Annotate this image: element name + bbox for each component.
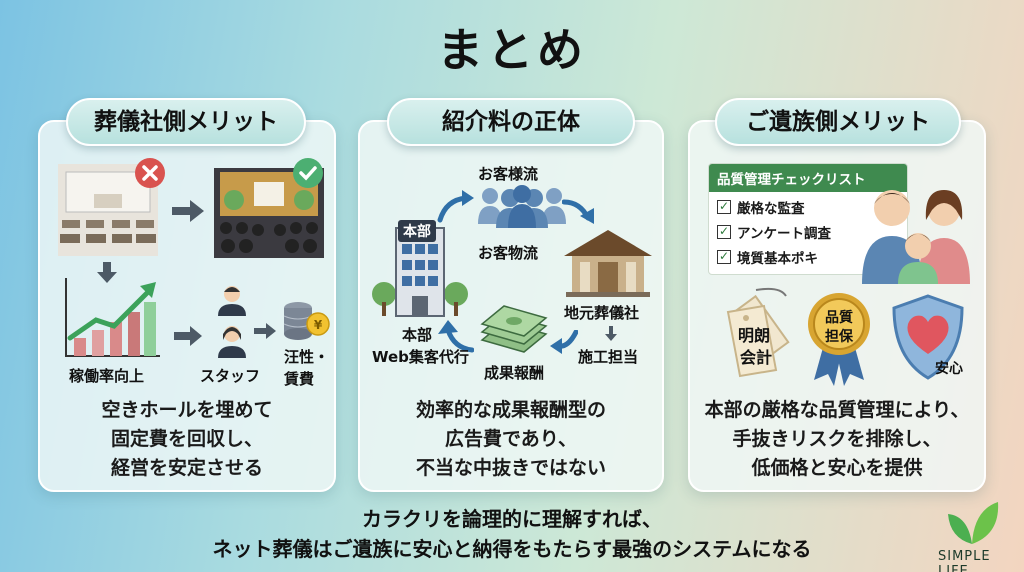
arrow-left-icon: [550, 330, 578, 354]
coins-icon: ¥: [283, 302, 330, 340]
checklist-item: ✓ アンケート調査: [717, 222, 907, 242]
tag-text-2: 会計: [740, 348, 773, 367]
arrow-right-icon: [254, 323, 276, 339]
label-occupancy: 稼働率向上: [69, 367, 145, 385]
medal-text-2: 担保: [825, 329, 853, 345]
x-mark-icon: [135, 158, 165, 188]
label-goods-flow: お客物流: [478, 244, 539, 262]
caption-funeral-company: 空きホールを埋めて 固定費を回収し、 経営を安定させる: [38, 396, 336, 483]
label-execution: 施工担当: [578, 348, 639, 366]
arrow-curve-icon: [562, 199, 594, 224]
price-tag-icon: [726, 287, 790, 378]
funeral-home-icon: [564, 230, 652, 297]
money-stack-icon: [480, 305, 548, 353]
label-costs-1: 汪性・: [284, 348, 330, 366]
growth-chart-icon: [65, 278, 160, 357]
label-hq-2: Web集客代行: [372, 348, 469, 366]
caption-line: 本部の厳格な品質管理により、: [704, 399, 970, 421]
footer-line-2: ネット葬儀はご遺族に安心と納得をもたらす最強のシステムになる: [212, 537, 812, 561]
leaf-logo-icon: [948, 502, 999, 544]
label-customer-flow: お客様流: [478, 165, 539, 183]
empty-hall-icon: [58, 164, 158, 256]
caption-line: 固定費を回収し、: [110, 428, 263, 450]
caption-line: 経営を安定させる: [110, 457, 263, 479]
arrow-down-icon: [605, 326, 617, 341]
caption-line: 効率的な成果報酬型の: [415, 399, 606, 421]
caption-bereaved-family: 本部の厳格な品質管理により、 手抜きリスクを排除し、 低価格と安心を提供: [688, 396, 986, 483]
checklist-item: ✓ 厳格な監査: [717, 197, 907, 217]
panel-heading-funeral-company: 葬儀社側メリット: [66, 98, 306, 146]
caption-line: 広告費であり、: [444, 428, 578, 450]
quality-checklist: 品質管理チェックリスト ✓ 厳格な監査 ✓ アンケート調査 ✓ 境質基本ポキ: [708, 163, 908, 275]
label-local-funeral: 地元葬儀社: [564, 304, 640, 322]
checkbox-checked-icon: ✓: [717, 224, 731, 239]
medal-icon: [808, 293, 870, 386]
panel-heading-referral-fee: 紹介料の正体: [387, 98, 635, 146]
check-mark-icon: [293, 158, 323, 188]
medal-text-1: 品質: [825, 310, 853, 326]
caption-referral-fee: 効率的な成果報酬型の 広告費であり、 不当な中抜きではない: [358, 396, 664, 483]
label-hq-1: 本部: [402, 326, 433, 344]
building-icon: [372, 227, 468, 317]
arrow-up-left-icon: [438, 320, 474, 353]
svg-text:¥: ¥: [314, 318, 323, 332]
arrow-right-icon: [172, 200, 204, 222]
label-staff: スタッフ: [200, 367, 261, 385]
tag-text-1: 明朗: [738, 326, 771, 345]
caption-line: 不当な中抜きではない: [415, 457, 606, 479]
panel-heading-bereaved-family: ご遺族側メリット: [715, 98, 961, 146]
checkbox-checked-icon: ✓: [717, 249, 731, 264]
family-icon: [862, 190, 970, 284]
checkbox-checked-icon: ✓: [717, 199, 731, 214]
caption-line: 空きホールを埋めて: [101, 399, 273, 421]
arrow-right-icon: [174, 326, 202, 346]
checklist-item: ✓ 境質基本ポキ: [717, 247, 907, 267]
checklist-title: 品質管理チェックリスト: [709, 164, 907, 192]
arrow-down-icon: [97, 262, 117, 283]
hq-sign: 本部: [398, 220, 436, 242]
caption-line: 手抜きリスクを排除し、: [732, 428, 942, 450]
arrow-curve-icon: [437, 190, 474, 223]
shield-heart-icon: [892, 294, 964, 380]
shield-text: 安心: [935, 361, 963, 377]
caption-line: 低価格と安心を提供: [751, 457, 923, 479]
label-success-fee: 成果報酬: [484, 364, 545, 382]
logo-text: SIMPLE LIFE: [938, 549, 991, 572]
checklist-item-label: 厳格な監査: [737, 201, 805, 217]
checklist-item-label: アンケート調査: [737, 226, 831, 242]
label-costs-2: 賃費: [284, 370, 315, 388]
page-title: まとめ: [437, 23, 587, 77]
checklist-item-label: 境質基本ポキ: [737, 251, 818, 267]
staff-icon: [218, 286, 246, 358]
footer-line-1: カラクリを論理的に理解すれば、: [362, 507, 662, 531]
people-group-icon: [478, 185, 566, 228]
